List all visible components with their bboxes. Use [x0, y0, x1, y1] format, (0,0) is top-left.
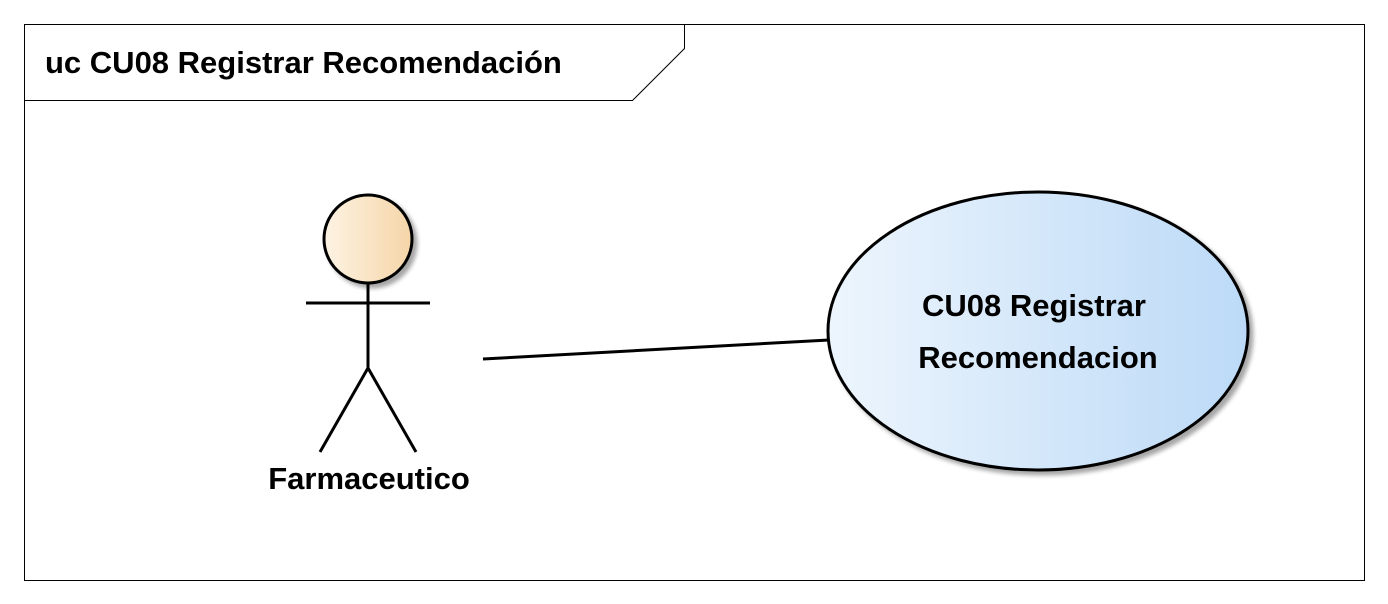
actor-farmaceutico[interactable]: Farmaceutico [268, 193, 470, 496]
actor-label: Farmaceutico [268, 461, 470, 496]
use-case-label-line2: Recomendacion [918, 340, 1157, 375]
association-line[interactable] [482, 338, 830, 361]
frame-title: uc CU08 Registrar Recomendación [45, 45, 562, 80]
use-case-cu08[interactable]: CU08 Registrar Recomendacion [826, 190, 1250, 472]
actor-right-leg [366, 367, 418, 453]
use-case-ellipse [826, 190, 1250, 472]
actor-head [322, 193, 414, 285]
frame-title-tab [24, 24, 685, 101]
use-case-label-line1: CU08 Registrar [922, 288, 1146, 323]
actor-left-leg [318, 367, 370, 453]
